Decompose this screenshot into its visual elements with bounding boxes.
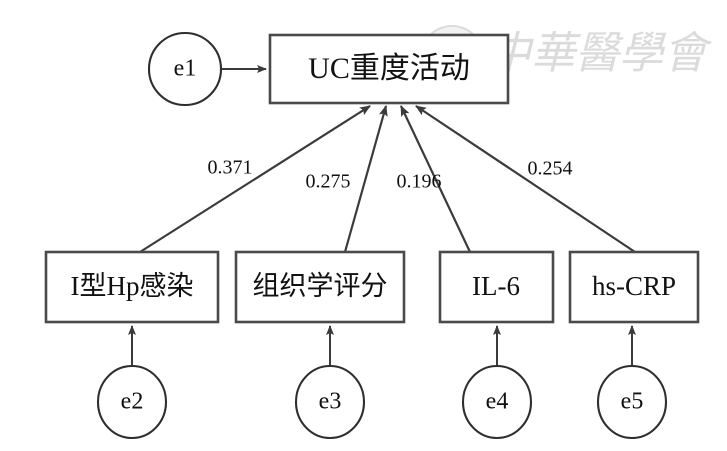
observed-variable-hp-infection[interactable]: I型Hp感染 [44,250,220,324]
error-node-e2[interactable]: e2 [96,364,168,440]
observed-label-hp-infection: I型Hp感染 [71,271,194,301]
coefficient-hp-infection: 0.371 [208,157,253,179]
error-label-e5: e5 [621,389,644,415]
path-hscrp-to-latent [415,105,636,253]
coefficient-hscrp: 0.254 [528,158,573,180]
observed-variable-hscrp[interactable]: hs-CRP [568,250,700,324]
error-node-e4[interactable]: e4 [461,364,533,440]
path-hp-infection-to-latent [139,105,371,253]
latent-variable-label: UC重度活动 [308,52,470,85]
observed-variable-il6[interactable]: IL-6 [438,250,555,324]
error-node-e3[interactable]: e3 [294,364,366,440]
watermark-brand-text: 中華醫學會 [487,29,713,78]
observed-label-hscrp: hs-CRP [592,271,676,301]
observed-label-il6: IL-6 [472,271,520,301]
error-node-e5[interactable]: e5 [596,364,668,440]
error-label-e3: e3 [319,389,342,415]
coefficient-histology-score: 0.275 [306,171,351,193]
error-ellipse-e1[interactable] [147,31,223,107]
observed-box-il6[interactable] [438,250,555,324]
latent-variable-box[interactable] [268,33,510,105]
observed-label-histology-score: 组织学评分 [253,271,388,301]
error-ellipse-e3[interactable] [294,364,366,440]
error-label-e1: e1 [174,56,197,82]
structural-paths-group [139,105,636,253]
latent-variable-node[interactable]: UC重度活动 [268,33,510,105]
observed-box-hp-infection[interactable] [44,250,220,324]
coefficient-il6: 0.196 [397,171,442,193]
observed-variable-histology-score[interactable]: 组织学评分 [234,250,406,324]
error-label-e4: e4 [486,389,509,415]
path-histology-score-to-latent [343,105,388,253]
error-label-e2: e2 [121,389,144,415]
error-ellipse-e4[interactable] [461,364,533,440]
error-ellipse-e2[interactable] [96,364,168,440]
observed-box-hscrp[interactable] [568,250,700,324]
path-il6-to-latent [400,105,471,253]
observed-box-histology-score[interactable] [234,250,406,324]
error-node-e1[interactable]: e1 [147,31,223,107]
error-ellipse-e5[interactable] [596,364,668,440]
error-paths-group [128,65,636,366]
